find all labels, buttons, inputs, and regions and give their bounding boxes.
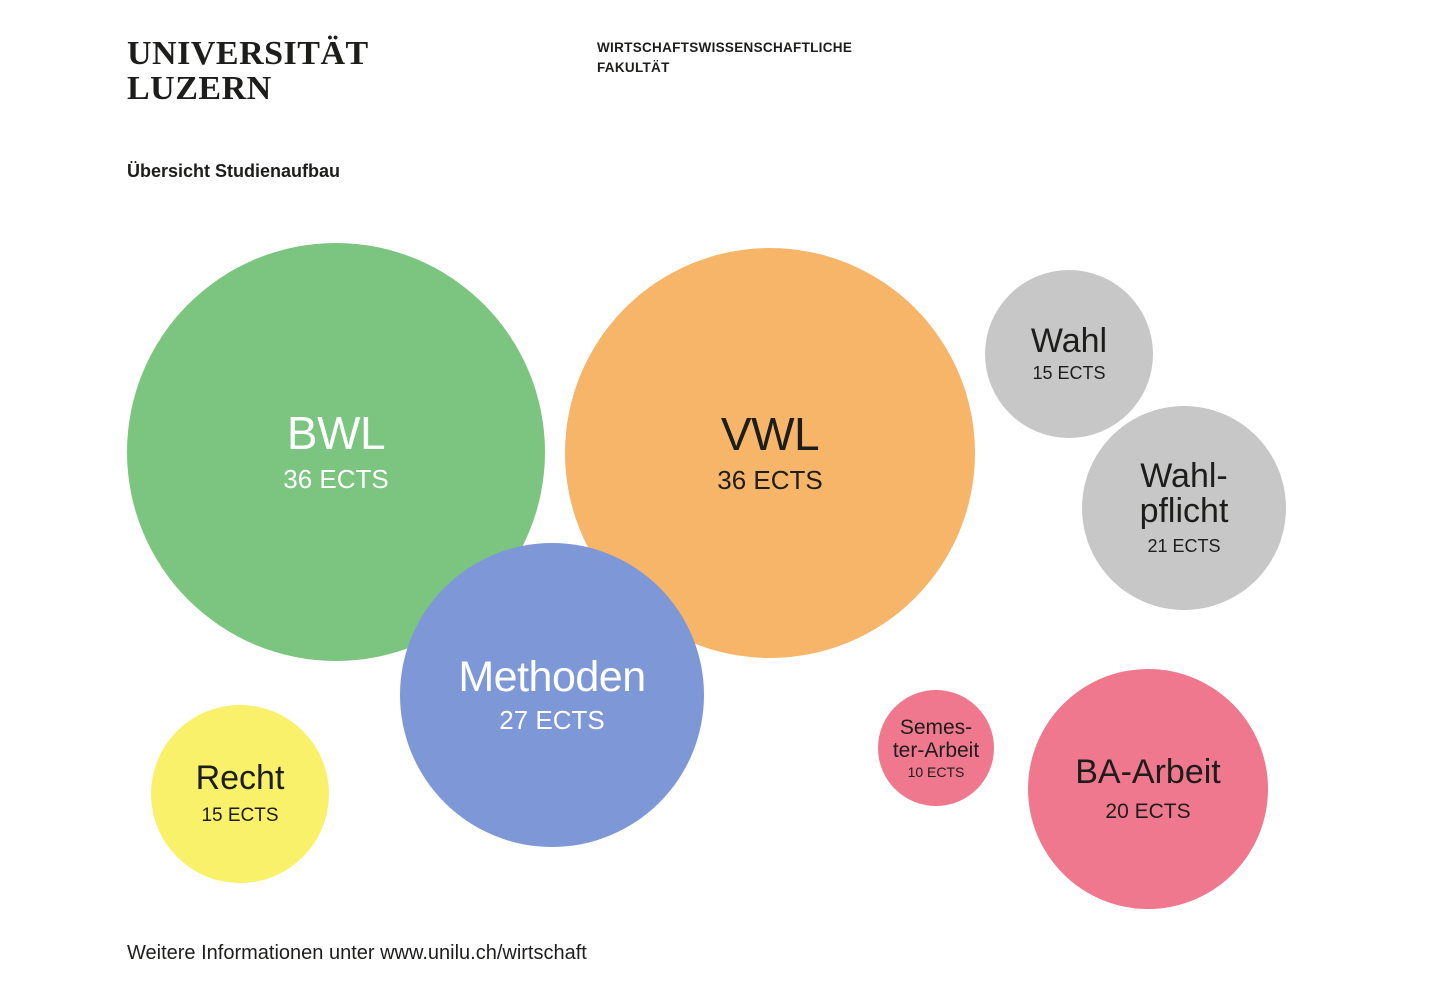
bubble-semesterarbeit-label: Semes- ter-Arbeit	[892, 715, 980, 763]
university-logo: UNIVERSITÄT LUZERN	[127, 35, 369, 107]
bubble-ba-arbeit-ects: 20 ECTS	[1105, 799, 1191, 823]
bubble-ba-arbeit: BA-Arbeit 20 ECTS	[1028, 669, 1268, 909]
bubble-semesterarbeit: Semes- ter-Arbeit 10 ECTS	[878, 690, 994, 806]
footer-note: Weitere Informationen unter www.unilu.ch…	[127, 942, 587, 964]
bubble-wahlpflicht: Wahl- pflicht 21 ECTS	[1082, 406, 1286, 610]
bubble-semesterarbeit-ects: 10 ECTS	[907, 763, 965, 780]
bubble-recht-ects: 15 ECTS	[201, 804, 279, 826]
page-title: Übersicht Studienaufbau	[127, 161, 341, 181]
bubble-methoden-label: Methoden	[458, 652, 646, 701]
bubble-recht: Recht 15 ECTS	[151, 705, 329, 883]
bubble-wahlpflicht-label: Wahl- pflicht	[1139, 456, 1229, 531]
bubble-methoden: Methoden 27 ECTS	[400, 543, 704, 847]
bubble-bwl-ects: 36 ECTS	[283, 464, 389, 495]
bubble-vwl-label: VWL	[720, 407, 820, 460]
bubble-methoden-ects: 27 ECTS	[499, 705, 605, 736]
bubble-vwl-ects: 36 ECTS	[717, 465, 823, 496]
bubble-bwl-label: BWL	[286, 406, 386, 459]
bubble-wahl: Wahl 15 ECTS	[985, 270, 1153, 438]
bubble-wahl-ects: 15 ECTS	[1032, 363, 1106, 384]
bubble-wahlpflicht-ects: 21 ECTS	[1147, 535, 1221, 556]
bubble-wahl-label: Wahl	[1030, 322, 1108, 361]
bubble-ba-arbeit-label: BA-Arbeit	[1075, 753, 1221, 792]
bubble-recht-label: Recht	[195, 759, 285, 798]
faculty-name: WIRTSCHAFTSWISSENSCHAFTLICHE FAKULTÄT	[597, 40, 853, 75]
